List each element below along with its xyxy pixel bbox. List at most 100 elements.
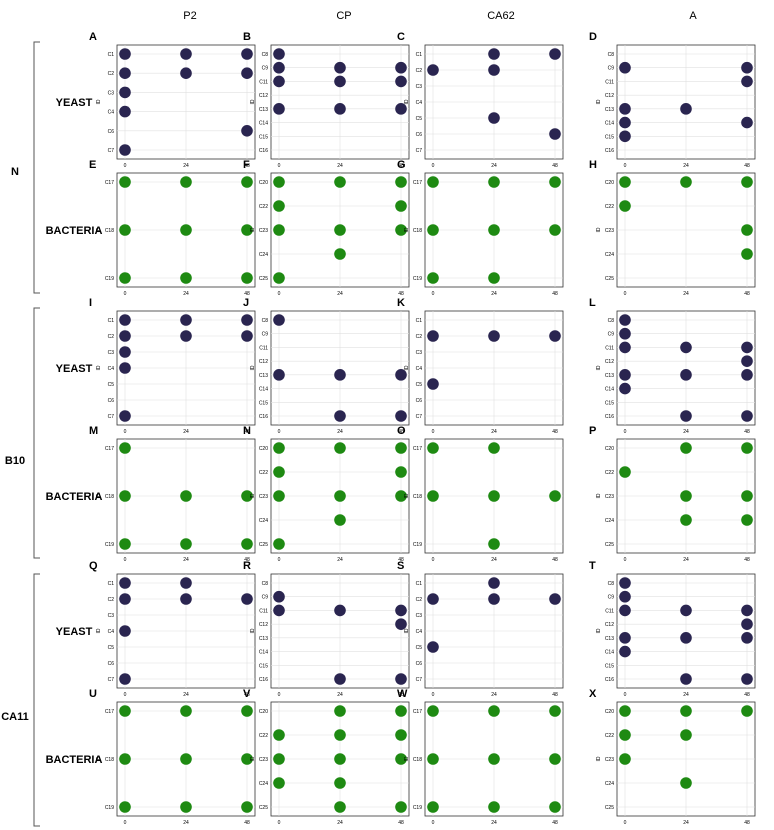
data-point-H-C20-0 bbox=[619, 176, 631, 188]
y-tick-label: C15 bbox=[259, 663, 268, 669]
y-tick-label: C4 bbox=[416, 366, 423, 372]
data-point-I-C3-0 bbox=[119, 346, 131, 358]
data-point-T-C13-0 bbox=[619, 632, 631, 644]
data-point-G-C18-48 bbox=[549, 224, 561, 236]
data-point-X-C24-24 bbox=[680, 777, 692, 789]
y-axis-label: ID bbox=[96, 493, 102, 498]
y-tick-label: C3 bbox=[108, 350, 115, 356]
data-point-L-C8-0 bbox=[619, 314, 631, 326]
group-label: N bbox=[11, 166, 19, 178]
x-tick-label: 48 bbox=[552, 429, 558, 435]
x-tick-label: 0 bbox=[432, 163, 435, 169]
y-tick-label: C18 bbox=[413, 757, 422, 763]
y-tick-label: C24 bbox=[605, 252, 614, 258]
panel-letter: X bbox=[589, 688, 597, 700]
y-tick-label: C22 bbox=[605, 733, 614, 739]
y-axis-label: ID bbox=[596, 99, 602, 104]
y-tick-label: C16 bbox=[259, 148, 268, 154]
data-point-P-C24-48 bbox=[741, 514, 753, 526]
y-tick-label: C6 bbox=[416, 132, 423, 138]
y-axis-label: ID bbox=[250, 227, 256, 232]
y-tick-label: C8 bbox=[608, 318, 615, 324]
data-point-N-C23-0 bbox=[273, 490, 285, 502]
panel-letter: N bbox=[243, 425, 251, 437]
data-point-K-C2-0 bbox=[427, 330, 439, 342]
data-point-U-C17-24 bbox=[180, 705, 192, 717]
y-tick-label: C3 bbox=[108, 90, 115, 96]
x-tick-label: 48 bbox=[744, 163, 750, 169]
y-tick-label: C22 bbox=[605, 470, 614, 476]
data-point-P-C20-24 bbox=[680, 442, 692, 454]
data-point-H-C20-24 bbox=[680, 176, 692, 188]
y-tick-label: C14 bbox=[259, 650, 268, 656]
x-tick-label: 0 bbox=[432, 820, 435, 826]
data-point-W-C19-48 bbox=[549, 801, 561, 813]
x-tick-label: 24 bbox=[183, 163, 189, 169]
y-tick-label: C6 bbox=[108, 129, 115, 135]
data-point-I-C2-48 bbox=[241, 330, 253, 342]
x-tick-label: 48 bbox=[744, 820, 750, 826]
data-point-P-C22-0 bbox=[619, 466, 631, 478]
data-point-M-C19-24 bbox=[180, 538, 192, 550]
data-point-T-C16-48 bbox=[741, 673, 753, 685]
data-point-L-C11-0 bbox=[619, 341, 631, 354]
x-tick-label: 24 bbox=[683, 820, 689, 826]
data-point-H-C22-0 bbox=[619, 200, 631, 212]
data-point-V-C20-48 bbox=[395, 705, 407, 717]
y-tick-label: C25 bbox=[605, 542, 614, 548]
data-point-E-C18-24 bbox=[180, 224, 192, 236]
y-tick-label: C8 bbox=[262, 581, 269, 587]
y-tick-label: C24 bbox=[259, 518, 268, 524]
y-tick-label: C14 bbox=[259, 121, 268, 127]
y-tick-label: C20 bbox=[259, 709, 268, 715]
data-point-S-C2-24 bbox=[488, 593, 500, 605]
x-tick-label: 24 bbox=[337, 820, 343, 826]
y-tick-label: C17 bbox=[105, 180, 114, 186]
y-tick-label: C13 bbox=[259, 373, 268, 379]
x-tick-label: 48 bbox=[744, 692, 750, 698]
y-tick-label: C19 bbox=[413, 805, 422, 811]
group-bracket bbox=[33, 573, 40, 827]
panel-letter: T bbox=[589, 560, 596, 572]
data-point-X-C22-0 bbox=[619, 729, 631, 741]
x-tick-label: 24 bbox=[183, 291, 189, 297]
data-point-U-C19-24 bbox=[180, 801, 192, 813]
y-tick-label: C1 bbox=[108, 52, 115, 58]
data-point-Q-C4-0 bbox=[119, 625, 131, 637]
y-tick-label: C18 bbox=[105, 494, 114, 500]
data-point-M-C17-0 bbox=[119, 442, 131, 454]
data-point-M-C18-48 bbox=[241, 490, 253, 502]
y-tick-label: C12 bbox=[605, 93, 614, 99]
data-point-L-C14-0 bbox=[619, 382, 631, 395]
row-label: YEAST bbox=[56, 363, 93, 375]
data-point-M-C18-24 bbox=[180, 490, 192, 502]
x-tick-label: 24 bbox=[183, 820, 189, 826]
data-point-O-C17-24 bbox=[488, 442, 500, 454]
panel-letter: M bbox=[89, 425, 98, 437]
y-tick-label: C2 bbox=[108, 597, 115, 603]
data-point-A-C1-0 bbox=[119, 48, 131, 60]
data-point-N-C24-24 bbox=[334, 514, 346, 526]
data-point-G-C17-0 bbox=[427, 176, 439, 188]
data-point-T-C8-0 bbox=[619, 577, 631, 589]
panel-letter: O bbox=[397, 425, 406, 437]
x-tick-label: 24 bbox=[491, 163, 497, 169]
data-point-A-C4-0 bbox=[119, 105, 131, 118]
data-point-L-C11-48 bbox=[741, 341, 753, 354]
x-tick-label: 48 bbox=[244, 163, 250, 169]
y-tick-label: C18 bbox=[413, 494, 422, 500]
data-point-L-C16-24 bbox=[680, 410, 692, 422]
x-tick-label: 48 bbox=[244, 557, 250, 563]
y-tick-label: C15 bbox=[259, 134, 268, 140]
data-point-C-C1-48 bbox=[549, 48, 561, 60]
data-point-P-C24-24 bbox=[680, 514, 692, 526]
data-point-V-C24-0 bbox=[273, 777, 285, 789]
y-tick-label: C12 bbox=[259, 359, 268, 365]
data-point-J-C13-48 bbox=[395, 369, 407, 381]
